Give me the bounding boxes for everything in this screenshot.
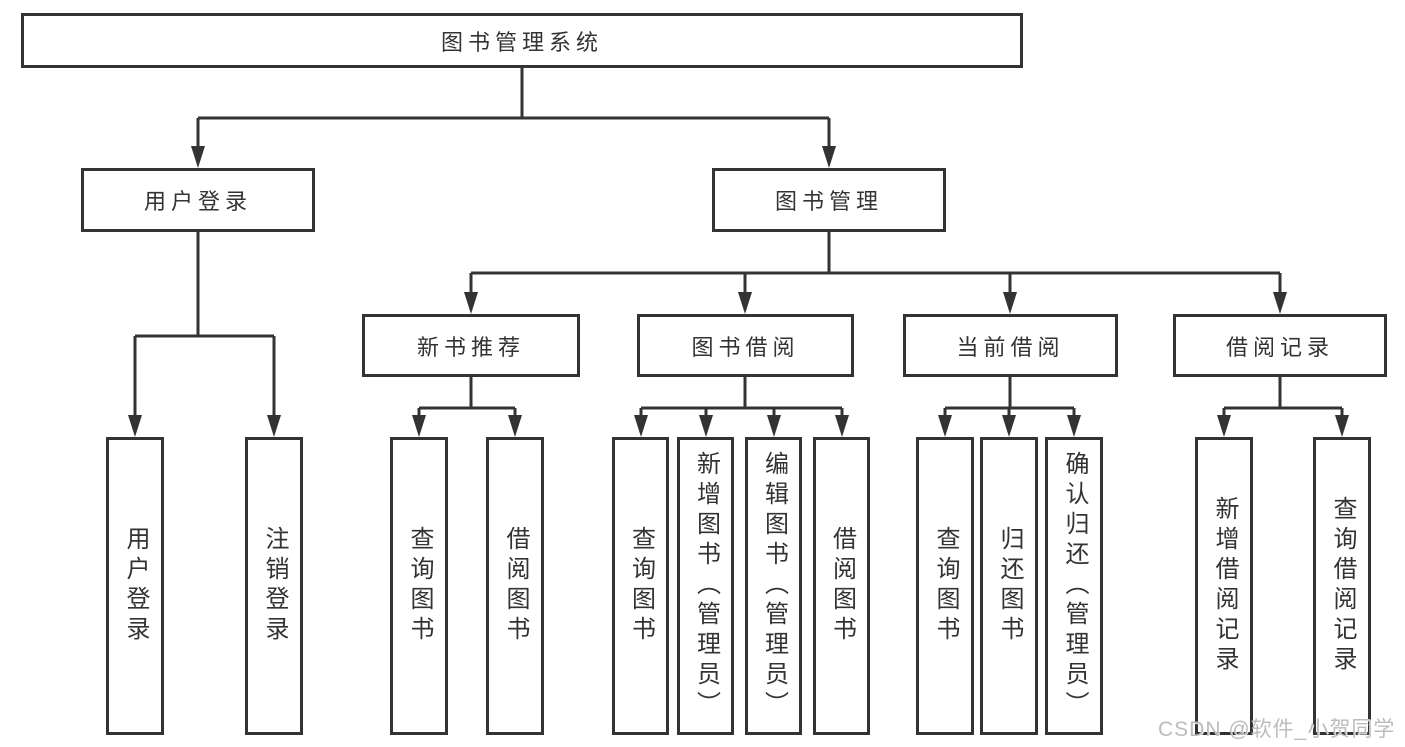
node-book-borrowing: 图书借阅 [637,314,854,377]
node-add-borrow-record-label: 新增借阅记录 [1211,496,1238,676]
node-query-books-borrowing: 查询图书 [612,437,669,735]
node-borrowing-records-label: 借阅记录 [1225,334,1334,360]
node-user-login-action-label: 用户登录 [122,526,149,646]
node-add-books-admin-label: 新增图书（管理员） [692,451,720,721]
node-borrowing-records: 借阅记录 [1173,314,1387,377]
node-user-login-label: 用户登录 [143,189,252,214]
node-current-borrowing-label: 当前借阅 [956,334,1065,360]
node-borrow-books-recommend-label: 借阅图书 [502,526,529,646]
node-new-book-recommendation: 新书推荐 [362,314,580,377]
node-current-borrowing: 当前借阅 [903,314,1118,377]
node-query-books-current: 查询图书 [916,437,974,735]
node-query-borrow-record: 查询借阅记录 [1313,437,1371,735]
node-query-borrow-record-label: 查询借阅记录 [1329,496,1356,676]
node-return-books: 归还图书 [980,437,1038,735]
node-borrow-books-recommend: 借阅图书 [486,437,544,735]
node-book-borrowing-label: 图书借阅 [691,334,800,360]
node-edit-books-admin: 编辑图书（管理员） [745,437,802,735]
node-query-books-recommend: 查询图书 [390,437,448,735]
node-borrow-books-borrowing-label: 借阅图书 [828,526,856,646]
node-add-borrow-record: 新增借阅记录 [1195,437,1253,735]
node-book-management-label: 图书管理 [774,189,883,214]
node-confirm-return-admin: 确认归还（管理员） [1045,437,1103,735]
node-return-books-label: 归还图书 [996,526,1023,646]
node-borrow-books-borrowing: 借阅图书 [813,437,870,735]
node-new-book-recommendation-label: 新书推荐 [416,334,525,360]
node-logout-action: 注销登录 [245,437,303,735]
node-add-books-admin: 新增图书（管理员） [677,437,734,735]
node-user-login-action: 用户登录 [106,437,164,735]
watermark: CSDN @软件_小贺同学 [1158,718,1396,741]
node-library-system: 图书管理系统 [21,13,1023,68]
node-user-login: 用户登录 [81,168,315,232]
node-logout-action-label: 注销登录 [261,526,288,646]
node-query-books-borrowing-label: 查询图书 [627,526,655,646]
node-query-books-current-label: 查询图书 [932,526,959,646]
arrowheads [128,146,1349,437]
node-query-books-recommend-label: 查询图书 [406,526,433,646]
node-book-management: 图书管理 [712,168,946,232]
node-library-system-label: 图书管理系统 [440,29,603,55]
node-confirm-return-admin-label: 确认归还（管理员） [1061,451,1088,721]
node-edit-books-admin-label: 编辑图书（管理员） [760,451,788,721]
